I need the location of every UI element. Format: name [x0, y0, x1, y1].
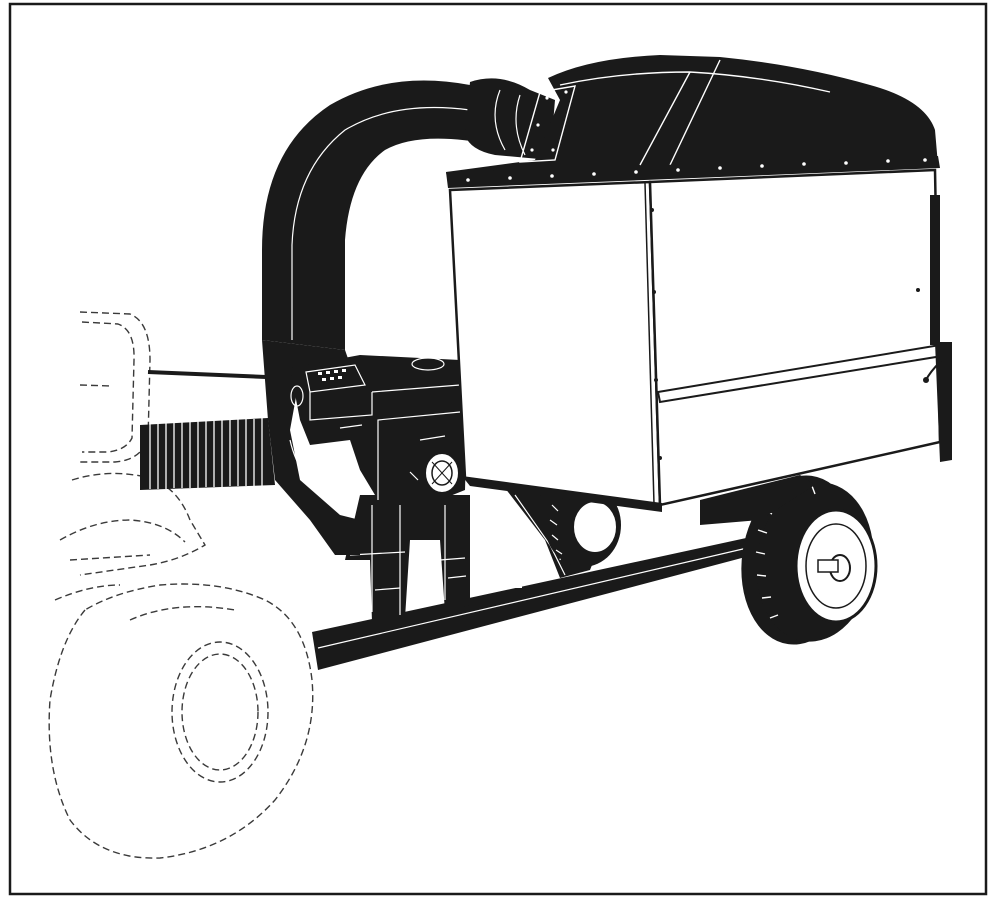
chute-collar	[465, 78, 555, 160]
tractor-rear-tire	[48, 583, 314, 859]
tractor-fender	[71, 472, 206, 576]
rear-axle-support	[700, 475, 815, 525]
hitch-bar	[312, 535, 772, 670]
tractor-rim	[171, 641, 269, 783]
blower-housing	[262, 340, 360, 555]
tractor-outline	[48, 311, 314, 859]
engine	[290, 355, 468, 500]
lid-rim	[446, 156, 940, 188]
lid-inlet-flange	[519, 85, 576, 163]
hopper-front-panel	[448, 180, 662, 507]
hopper-lid	[446, 55, 940, 188]
hopper-box	[448, 168, 952, 512]
hopper-side-panel	[648, 168, 942, 507]
wheel-front	[741, 475, 878, 645]
intake-hose	[140, 418, 275, 490]
hopper-latch	[925, 344, 946, 381]
hopper-rear-post	[930, 195, 940, 345]
blower-chute	[261, 78, 555, 555]
tractor-seat	[79, 311, 151, 463]
wheel-rear	[545, 483, 621, 567]
figure-frame	[8, 2, 988, 896]
engine-mount-bracket	[345, 495, 470, 622]
